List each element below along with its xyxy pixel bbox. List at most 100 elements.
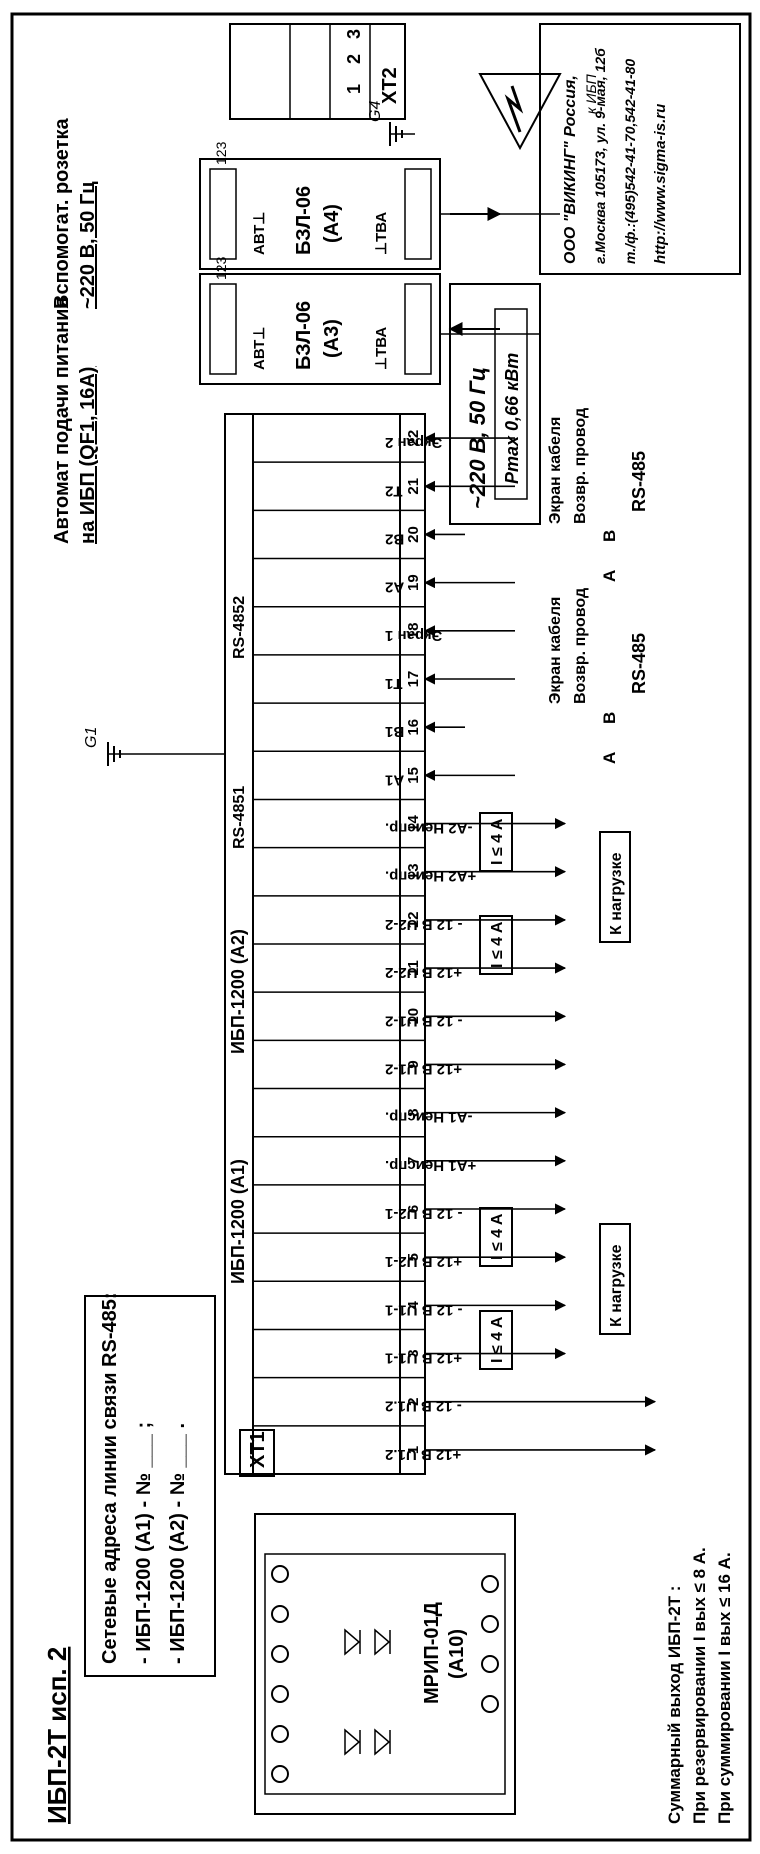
terminal-block-xt1: +12 В U1.21- 12 В U1.22+12 В U1-13- 12 В… <box>224 413 476 1475</box>
mrip-name: МРИП-01Д <box>421 1602 443 1704</box>
company-line2: г.Москва 105173, ул. 9-мая, 12б <box>592 48 608 264</box>
company-line1: ООО "ВИКИНГ" Россия, <box>562 75 579 264</box>
g1-label: G1 <box>83 727 100 748</box>
address-line-a2: - ИБП-1200 (А2) - № ___ . <box>167 1423 189 1664</box>
summary-line3: При суммировании I вых ≤ 16 А. <box>715 1552 734 1824</box>
rs1-b: В <box>600 712 619 724</box>
terminal-label: +12 В U2-2 <box>385 964 462 981</box>
terminal-label: - 12 В U1-1 <box>385 1301 463 1318</box>
terminal-label: В2 <box>385 530 404 547</box>
mrip-diodes <box>344 1628 391 1756</box>
hazard-icon <box>478 73 562 151</box>
supply-box: ~220 В, 50 Гц Pmax 0,66 кВт <box>449 283 541 525</box>
bzl-a4-abt: АВТ⊥ <box>251 212 268 255</box>
current-limits: I ≤ 4 A I ≤ 4 A I ≤ 4 A I ≤ 4 A <box>479 812 513 1370</box>
terminal-number: 18 <box>405 622 422 639</box>
xt2-num-1: 1 <box>344 84 364 94</box>
mrip-top-screws <box>271 1565 289 1783</box>
socket-line2: ~220 В, 50 Гц <box>77 181 99 309</box>
to-ups-label: к ИБП <box>583 73 599 114</box>
rs2-a: А <box>600 570 619 582</box>
terminal-number: 17 <box>405 671 422 688</box>
output-wires <box>423 432 657 1456</box>
summary-line1: Суммарный выход ИБП-2Т : <box>665 1586 684 1824</box>
rs1-ret: Возвр. провод <box>572 588 589 704</box>
xt2-block: XT2 1 2 3 <box>229 23 406 120</box>
current-limit-2: I ≤ 4 A <box>489 1213 506 1260</box>
rs2-name: RS-485 <box>629 451 649 512</box>
address-box: Сетевые адреса линии связи RS-485: - ИБП… <box>84 1292 216 1677</box>
bzl-a4-pins: 123 <box>213 141 229 165</box>
address-header: Сетевые адреса линии связи RS-485: <box>99 1292 121 1664</box>
qf1-line1: Автомат подачи питания <box>51 297 73 544</box>
terminal-number: 9 <box>405 1060 422 1068</box>
terminal-number: 4 <box>405 1301 422 1310</box>
group-label-rs1: RS-4851 <box>231 786 248 849</box>
terminal-label: А1 <box>385 771 404 788</box>
bzl-a4-tba: ⊥ТВА <box>373 212 390 255</box>
diagram-title: ИБП-2Т исп. 2 <box>42 1647 72 1824</box>
load-label-1: К нагрузке <box>608 1244 625 1327</box>
address-line-a1: - ИБП-1200 (А1) - № ___ ; <box>133 1422 155 1664</box>
terminal-label: +12 В U1-1 <box>385 1350 462 1367</box>
supply-power: Pmax 0,66 кВт <box>502 353 522 484</box>
terminal-label: +А1 Неиспр. <box>385 1157 476 1174</box>
mrip-module: МРИП-01Д (А10) <box>254 1513 516 1815</box>
ground-g4: G4 <box>367 101 415 146</box>
terminal-number: 7 <box>405 1157 422 1165</box>
terminal-label: +А2 Неиспр. <box>385 868 476 885</box>
rs1-a: А <box>600 752 619 764</box>
group-label-rs2: RS-4852 <box>231 596 248 659</box>
terminal-label: +12 В U1.2 <box>385 1446 461 1463</box>
xt1-label: XT1 <box>247 1431 269 1468</box>
current-limit-4: I ≤ 4 A <box>489 818 506 865</box>
terminal-label: Т1 <box>385 675 403 692</box>
terminal-number: 16 <box>405 719 422 736</box>
terminal-number: 8 <box>405 1108 422 1116</box>
bzl-a4-name: БЗЛ-06 <box>293 186 315 255</box>
summary: Суммарный выход ИБП-2Т : При резервирова… <box>665 1547 734 1824</box>
terminal-label: +12 В U2-1 <box>385 1253 462 1270</box>
outer-frame <box>10 12 752 1842</box>
terminal-label: В1 <box>385 723 404 740</box>
bzl-a3-abt: АВТ⊥ <box>251 327 268 370</box>
current-limit-3: I ≤ 4 A <box>489 921 506 968</box>
bzl-a4-ref: (А4) <box>321 204 343 243</box>
terminal-number: 13 <box>405 863 422 880</box>
terminal-number: 20 <box>405 526 422 543</box>
terminal-number: 12 <box>405 912 422 929</box>
g4-label: G4 <box>367 101 384 122</box>
terminal-number: 1 <box>405 1446 422 1454</box>
xt2-num-3: 3 <box>344 29 364 39</box>
summary-line2: При резервировании I вых ≤ 8 А. <box>690 1547 709 1824</box>
group-label-a2: ИБП-1200 (А2) <box>228 929 248 1054</box>
bzl-a3-name: БЗЛ-06 <box>293 301 315 370</box>
terminal-number: 11 <box>405 960 422 976</box>
terminal-label: -А1 Неиспр. <box>385 1109 472 1126</box>
rs1-name: RS-485 <box>629 633 649 694</box>
company-line4: http://www.sigma-is.ru <box>652 104 669 264</box>
xt2-num-2: 2 <box>344 54 364 64</box>
terminal-label: +12 В U1-2 <box>385 1060 462 1077</box>
bzl-a3-tba: ⊥ТВА <box>373 327 390 370</box>
rs1-screen: Экран кабеля <box>547 597 564 704</box>
terminal-number: 22 <box>405 430 422 447</box>
supply-voltage: ~220 В, 50 Гц <box>465 367 490 509</box>
terminal-number: 3 <box>405 1349 422 1357</box>
company-line3: т./ф.:(495)542-41-70,542-41-80 <box>622 59 638 264</box>
qf1-label: Автомат подачи питания на ИБП (QF1, 16А) <box>51 297 99 544</box>
terminal-number: 5 <box>405 1253 422 1261</box>
socket-label: Вспомогат. розетка ~220 В, 50 Гц <box>51 118 99 309</box>
bzl-a3: АВТ⊥ БЗЛ-06 (А3) ⊥ТВА 123 <box>199 256 441 385</box>
bzl-a3-ref: (А3) <box>321 319 343 358</box>
terminal-number: 19 <box>405 574 422 591</box>
terminal-number: 15 <box>405 767 422 784</box>
terminal-label: А2 <box>385 579 404 596</box>
terminal-label: - 12 В U2-1 <box>385 1205 463 1222</box>
xt2-label: XT2 <box>379 67 401 104</box>
mrip-bottom-screws <box>481 1575 499 1713</box>
terminal-label: - 12 В U2-2 <box>385 916 463 933</box>
